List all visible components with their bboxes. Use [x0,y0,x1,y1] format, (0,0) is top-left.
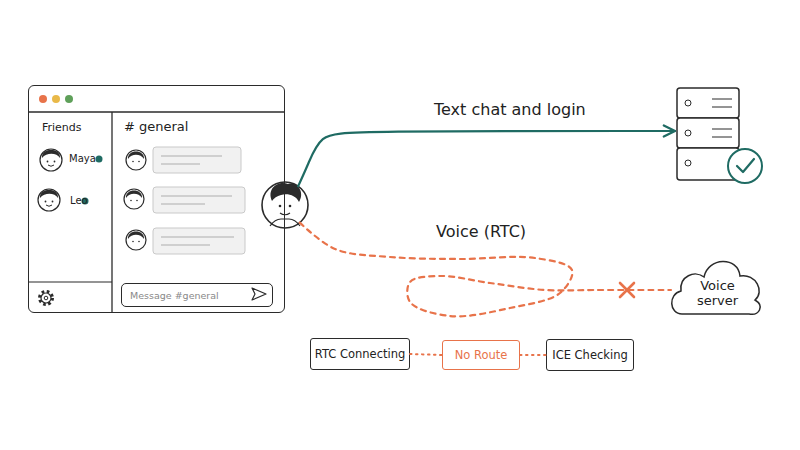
message-avatar [126,150,146,170]
server-led [685,160,691,166]
cloud-node: Voice server [668,248,763,318]
connector [300,223,671,317]
message-bubble [153,147,241,173]
gear-hole [44,296,48,300]
server-unit [677,118,739,148]
friend-avatar [38,189,60,211]
server-slot [712,137,732,138]
avatar-smile [280,213,290,215]
server-slot [712,129,732,130]
gear-body [41,293,51,303]
sidebar-line [28,281,112,282]
message-bubble [153,228,245,254]
user-avatar [262,182,308,228]
server-slot [712,99,732,100]
avatar-eye [279,205,282,208]
app-window: Friends # generalMessage #general [28,85,285,313]
user-avatar-node [262,182,308,228]
connector [410,354,442,355]
friend-name: Maya [69,153,96,164]
window-dot [39,95,47,103]
avatar-eye [289,205,292,208]
message-line [161,195,232,197]
server-unit [677,88,739,118]
title-bar-line [28,111,285,112]
sidebar-divider [111,112,112,313]
message-bubble [153,187,245,213]
node-text: RTC Connecting [315,347,406,361]
status-box: ICE Checking [546,339,634,371]
check-badge [728,149,762,183]
edge-label: Voice (RTC) [436,222,526,241]
online-dot [82,198,89,205]
avatar-shoulders [270,219,300,226]
node-text: Message #general [130,290,219,301]
node-text: Friends [42,121,82,134]
message-avatar [126,230,146,250]
online-dot [96,156,103,163]
message-avatar [124,189,144,209]
server-node [677,88,739,180]
message-line [161,244,210,246]
avatar-outline [262,182,308,228]
gear-teeth [40,292,53,305]
message-line [161,163,200,165]
window-dot [65,95,73,103]
server-slot [712,107,732,108]
avatar-hair [271,183,302,202]
message-line [161,236,234,238]
edge-label: Text chat and login [434,100,586,119]
friend-name: Leo [70,195,88,206]
server-led [685,130,691,136]
node-text: # general [124,119,188,134]
connector [298,131,675,186]
send-icon [252,288,266,300]
status-box-error: No Route [442,340,520,370]
connector [520,354,546,356]
node-text: Voice server [687,278,749,308]
check-mark [737,159,754,172]
status-box: RTC Connecting [310,338,410,370]
window-dot [52,95,60,103]
server-icon [677,88,762,183]
message-input: Message #general [121,283,273,307]
message-line [161,155,222,157]
cloud-shape [672,261,760,314]
server-led [685,100,691,106]
node-text: No Route [455,348,508,362]
node-text: ICE Checking [552,348,628,362]
failure-x [620,283,634,297]
message-line [161,203,205,205]
settings-gear [40,292,53,305]
friend-avatar [40,149,62,171]
